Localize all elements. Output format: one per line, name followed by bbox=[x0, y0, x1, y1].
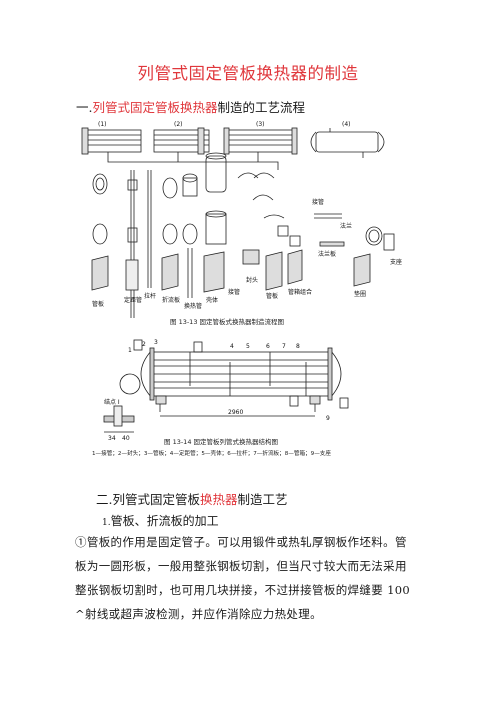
part-number: 4 bbox=[230, 343, 234, 350]
part-label: 换热管 bbox=[184, 302, 202, 310]
subsection-number: 1. bbox=[102, 518, 111, 528]
part-label: 拉杆 bbox=[144, 292, 156, 300]
part-number: 1 bbox=[128, 347, 132, 354]
subsection-1-heading: 1.管板、折流板的加工 bbox=[102, 512, 219, 529]
section-2-suffix: 制造工艺 bbox=[237, 492, 288, 507]
exchanger-structure-diagram: 3 4 5 6 7 8 2 1 9 结点 I 34 40 2960 图 13-1… bbox=[92, 339, 349, 457]
detail-dimension: 40 bbox=[122, 435, 130, 442]
part-number: 9 bbox=[326, 415, 330, 422]
figure-2-legend: 1—接管；2—封头；3—管板；4—定距管；5—壳体；6—拉杆；7—折流板；8—管… bbox=[92, 449, 331, 457]
figure-2-caption: 图 13-14 固定管板列管式换热器结构图 bbox=[164, 437, 278, 446]
part-number: 5 bbox=[246, 343, 250, 350]
section-2-highlight: 换热器 bbox=[199, 492, 238, 507]
detail-dimension: 34 bbox=[108, 435, 116, 442]
part-label: 管板 bbox=[92, 300, 104, 308]
part-label: 定距管 bbox=[124, 296, 142, 304]
part-number: 2 bbox=[142, 341, 146, 348]
part-label: 管板 bbox=[266, 292, 278, 300]
part-label: 接管 bbox=[312, 198, 324, 206]
part-number: 6 bbox=[266, 343, 270, 350]
figure-1-caption: 图 13-13 固定管板式换热器制造流程图 bbox=[170, 317, 284, 326]
part-label: 法兰板 bbox=[318, 250, 336, 258]
stage-label: (1) bbox=[98, 121, 107, 128]
section-1-highlight: 列管式固定管板换热器 bbox=[92, 100, 218, 115]
section-1-suffix: 制造的工艺流程 bbox=[217, 100, 306, 115]
detail-label: 结点 I bbox=[104, 398, 120, 406]
part-label: 接管 bbox=[228, 288, 240, 296]
part-number: 8 bbox=[296, 343, 300, 350]
part-label: 管箱组合 bbox=[288, 288, 312, 296]
part-label: 折流板 bbox=[162, 296, 180, 304]
subsection-title: 管板、折流板的加工 bbox=[110, 514, 219, 528]
section-1-prefix: 一. bbox=[76, 100, 93, 115]
length-dimension: 2960 bbox=[228, 409, 243, 416]
section-2-heading: 二.列管式固定管板换热器制造工艺 bbox=[96, 489, 288, 508]
stage-label: (3) bbox=[256, 121, 265, 128]
document-title: 列管式固定管板换热器的制造 bbox=[137, 64, 359, 83]
stage-label: (4) bbox=[342, 121, 351, 128]
section-1-heading: 一.列管式固定管板换热器制造的工艺流程 bbox=[76, 97, 305, 116]
part-label: 垫圈 bbox=[354, 290, 366, 298]
part-number: 7 bbox=[282, 343, 286, 350]
part-label: 法兰 bbox=[340, 222, 352, 230]
section-2-prefix: 二.列管式固定管板 bbox=[96, 492, 200, 507]
part-label: 封头 bbox=[246, 276, 258, 284]
body-paragraph: ①管板的作用是固定管子。可以用锻件或热轧厚钢板作坯料。管板为一圆形板，一般用整张… bbox=[75, 535, 411, 621]
manufacturing-flow-diagram: (1) (2) (3) (4) 管板 定距管 拉杆 折流板 换热管 壳体 接管 … bbox=[81, 121, 402, 326]
part-label: 支座 bbox=[390, 258, 402, 266]
stage-label: (2) bbox=[174, 121, 183, 128]
part-number: 3 bbox=[154, 339, 158, 346]
part-label: 壳体 bbox=[206, 296, 218, 304]
